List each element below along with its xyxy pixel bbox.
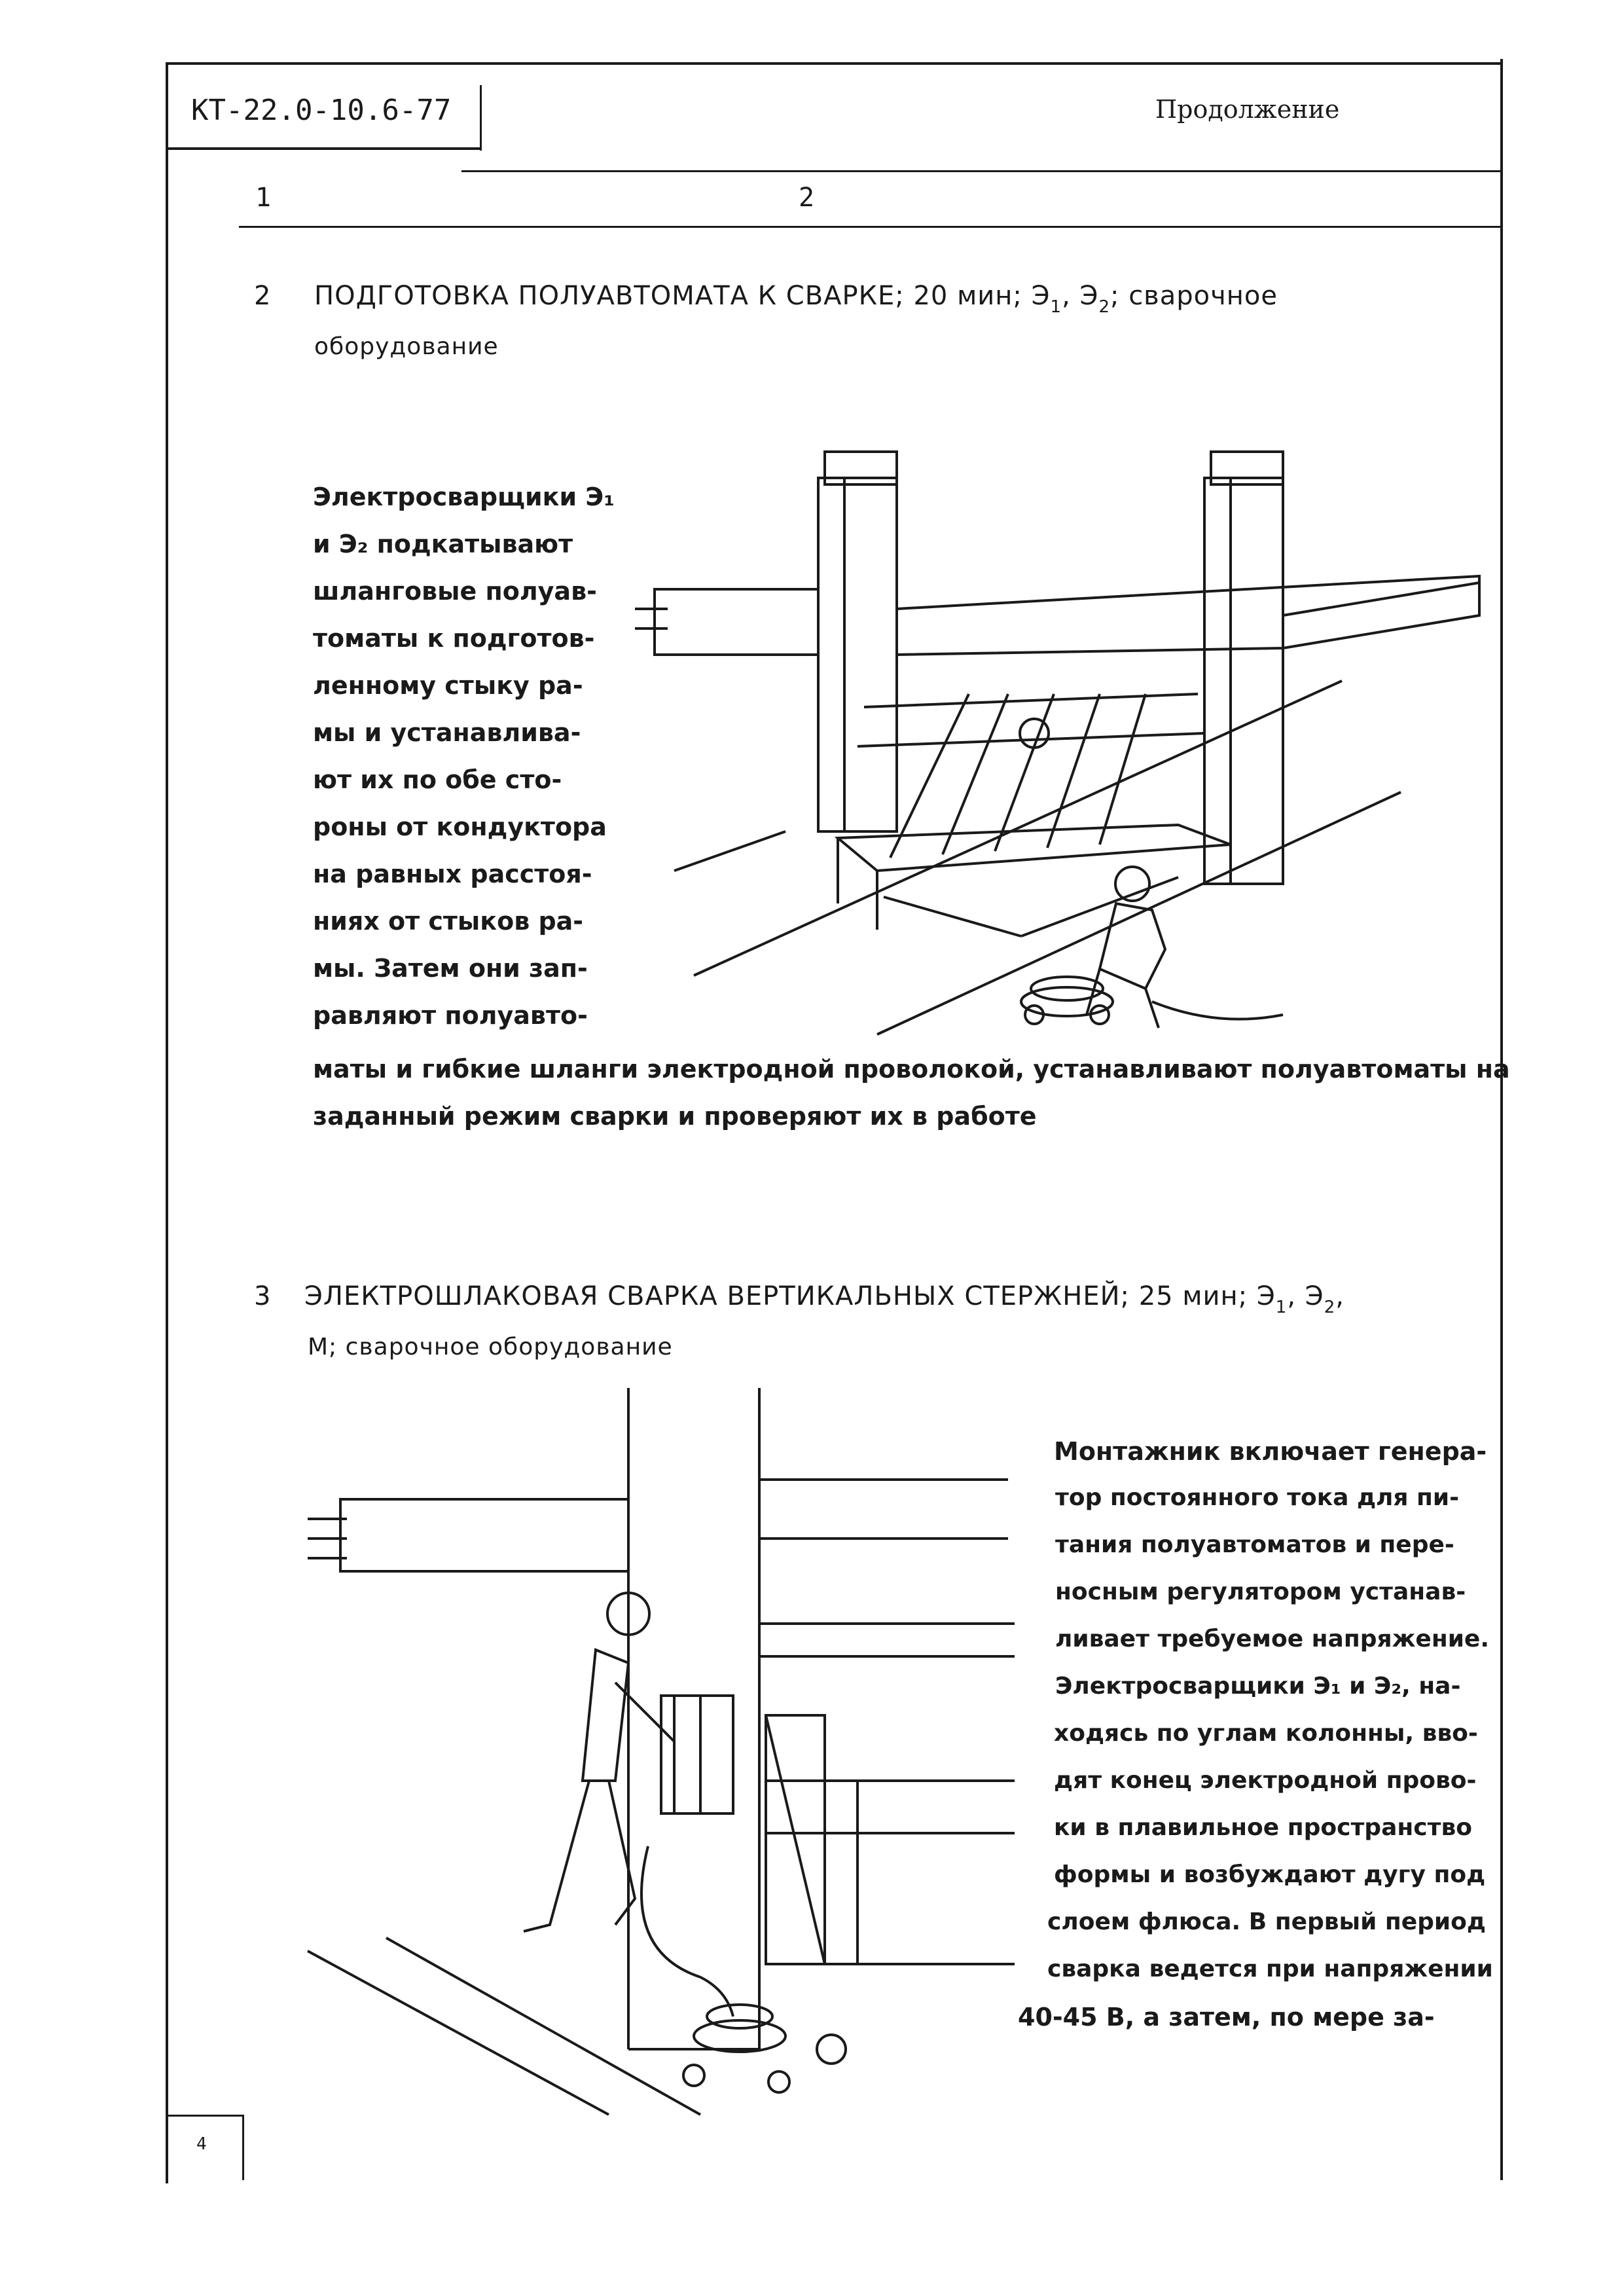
step-2-text-full: заданный режим сварки и проверяют их в р… [313, 1102, 1037, 1131]
step-2-text-line: ниях от стыков ра- [313, 907, 584, 936]
step-3-text-line: носным регулятором устанав- [1055, 1578, 1466, 1605]
step-3-text-line: ходясь по углам колонны, вво- [1054, 1720, 1478, 1747]
step-2-text-line: Электросварщики Э₁ [313, 483, 615, 511]
step-2-text-full: маты и гибкие шланги электродной проволо… [313, 1055, 1510, 1084]
footer-box-top [166, 2115, 244, 2117]
step-3-text-line: Электросварщики Э₁ и Э₂, на- [1055, 1673, 1461, 1700]
header-bottom-rule [166, 147, 480, 150]
step-3-e2-subscript: 2 [1324, 1298, 1336, 1317]
document-code: КТ-22.0-10.6-77 [191, 94, 452, 127]
step-2-text-line: мы. Затем они зап- [313, 954, 588, 983]
step-2-text-line: на равных расстоя- [313, 860, 592, 888]
column-2-header: 2 [799, 183, 815, 213]
footer-box-right [242, 2115, 244, 2180]
step-3-heading: ЭЛЕКТРОШЛАКОВАЯ СВАРКА ВЕРТИКАЛЬНЫХ СТЕР… [304, 1281, 1344, 1316]
step-2-heading-line2: оборудование [314, 333, 499, 360]
frame-right-border [1500, 59, 1503, 2180]
continuation-label: Продолжение [1155, 95, 1340, 124]
column-1-header: 1 [255, 183, 272, 213]
step-2-text-line: роны от кондуктора [313, 812, 607, 841]
step-3-text-line: слоем флюса. В первый период [1047, 1908, 1486, 1935]
step-3-illustration [307, 1388, 1015, 2116]
step-2-heading: ПОДГОТОВКА ПОЛУАВТОМАТА К СВАРКЕ; 20 мин… [314, 281, 1278, 316]
frame-left-border [166, 62, 168, 2183]
step-3-text-line: дят конец электродной прово- [1054, 1767, 1477, 1794]
column-header-rule [239, 226, 1503, 228]
step-3-text-line: тания полуавтоматов и пере- [1055, 1531, 1454, 1558]
step-3-heading-line2: М; сварочное оборудование [308, 1334, 673, 1360]
step-3-text-line: тор постоянного тока для пи- [1055, 1484, 1460, 1511]
frame-top-border [166, 62, 1503, 65]
step-2-text-line: равляют полуавто- [313, 1001, 588, 1030]
step-3-text-line: формы и возбуждают дугу под [1054, 1861, 1486, 1888]
step-3-text-line: сварка ведется при напряжении [1047, 1956, 1493, 1982]
step-2-text-line: и Э₂ подкатывают [313, 530, 573, 558]
step-2-heading-tail: ; сварочное [1110, 281, 1278, 311]
step-2-text-line: ют их по обе сто- [313, 765, 562, 794]
step-3-text-line: 40-45 В, а затем, по мере за- [1018, 2003, 1435, 2032]
step-2-text-line: мы и устанавлива- [313, 718, 581, 747]
step-2-text-line: ленному стыку ра- [313, 671, 583, 700]
step-3-heading-text: ЭЛЕКТРОШЛАКОВАЯ СВАРКА ВЕРТИКАЛЬНЫХ СТЕР… [304, 1281, 1276, 1311]
step-3-text-line: ки в плавильное пространство [1054, 1814, 1472, 1841]
page-number: 4 [196, 2134, 207, 2154]
step-3-e1-subscript: 1 [1275, 1298, 1288, 1317]
step-2-e2-subscript: 2 [1098, 297, 1110, 317]
step-3-number: 3 [254, 1281, 272, 1311]
step-3-text-line: ливает требуемое напряжение. [1055, 1626, 1490, 1652]
step-2-e1-subscript: 1 [1050, 297, 1062, 317]
step-2-heading-text: ПОДГОТОВКА ПОЛУАВТОМАТА К СВАРКЕ; 20 мин… [314, 281, 1051, 311]
step-2-illustration [635, 450, 1481, 1036]
step-3-heading-tail: , [1335, 1281, 1344, 1311]
step-3-heading-sep: , Э [1287, 1281, 1324, 1311]
header-right-rule [461, 170, 1503, 172]
step-2-number: 2 [254, 281, 272, 311]
step-2-heading-sep: , Э [1062, 281, 1099, 311]
step-2-text-line: шланговые полуав- [313, 577, 597, 606]
header-code-divider [480, 85, 482, 151]
step-2-text-line: томаты к подготов- [313, 624, 595, 653]
step-3-text-line: Монтажник включает генера- [1054, 1437, 1487, 1466]
